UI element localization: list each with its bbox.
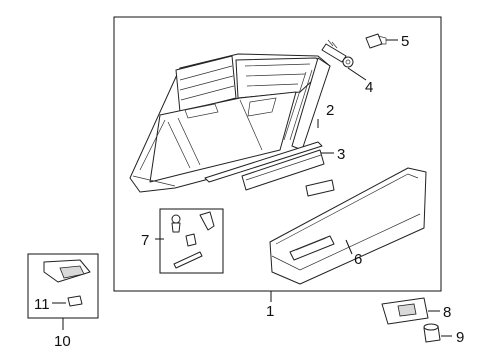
callout-11: 11 — [34, 296, 50, 313]
callout-3: 3 — [337, 146, 345, 163]
hinge-panel — [241, 149, 325, 191]
callout-4: 4 — [365, 79, 373, 96]
bolt — [365, 33, 387, 49]
callout-2: 2 — [326, 102, 334, 119]
callout-9: 9 — [456, 329, 464, 346]
trim-strip — [204, 141, 323, 183]
kit-frame — [159, 208, 224, 274]
callout-8: 8 — [443, 304, 451, 321]
damper — [321, 39, 354, 68]
callout-5: 5 — [401, 33, 409, 50]
callout-10: 10 — [54, 333, 71, 350]
callout-7: 7 — [141, 232, 149, 249]
glove-box-door — [269, 167, 427, 285]
lamp-assembly — [43, 259, 91, 283]
callout-6: 6 — [354, 251, 362, 268]
glove-box-housing — [129, 53, 331, 193]
latch — [381, 297, 429, 325]
bulb — [67, 295, 83, 307]
bumper — [423, 323, 441, 343]
hardware-kit — [171, 211, 215, 269]
callout-1: 1 — [266, 303, 274, 320]
door-clip — [305, 179, 335, 197]
assembly-frame — [113, 16, 442, 292]
